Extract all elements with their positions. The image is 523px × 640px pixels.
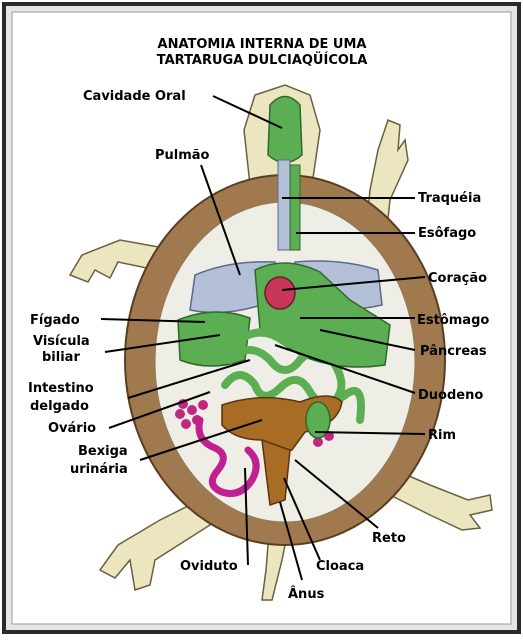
- label-oviduto: Oviduto: [180, 559, 238, 574]
- label-reto: Reto: [372, 531, 406, 546]
- label-estomago: Estômago: [417, 313, 489, 328]
- esophagus-organ: [290, 165, 300, 250]
- heart-organ: [265, 277, 295, 309]
- label-esofago: Esôfago: [418, 226, 476, 241]
- label-visicula-line-2: biliar: [42, 350, 80, 365]
- label-ovario: Ovário: [48, 421, 96, 436]
- label-coracao: Coração: [428, 271, 487, 286]
- label-anus: Ânus: [288, 586, 325, 602]
- title-line-1: ANATOMIA INTERNA DE UMA: [158, 37, 367, 52]
- label-duodeno: Duodeno: [418, 388, 483, 403]
- label-pancreas: Pâncreas: [420, 344, 487, 359]
- trachea-organ: [278, 160, 290, 250]
- label-cavidade-oral: Cavidade Oral: [83, 89, 186, 104]
- label-bexiga-line-1: Bexiga: [78, 444, 128, 459]
- label-pulmao: Pulmão: [155, 148, 210, 163]
- label-visicula-line-1: Visícula: [33, 334, 90, 349]
- label-figado: Fígado: [30, 313, 80, 328]
- label-cloaca: Cloaca: [316, 559, 364, 574]
- label-intestino-line-2: delgado: [30, 399, 89, 414]
- title-line-2: TARTARUGA DULCIAQÜÍCOLA: [157, 52, 368, 68]
- label-traqueia: Traquéia: [418, 191, 481, 206]
- label-bexiga-line-2: urinária: [70, 462, 128, 477]
- oral-cavity-organ: [268, 97, 302, 163]
- label-rim: Rim: [428, 428, 456, 443]
- label-intestino-line-1: Intestino: [28, 381, 94, 396]
